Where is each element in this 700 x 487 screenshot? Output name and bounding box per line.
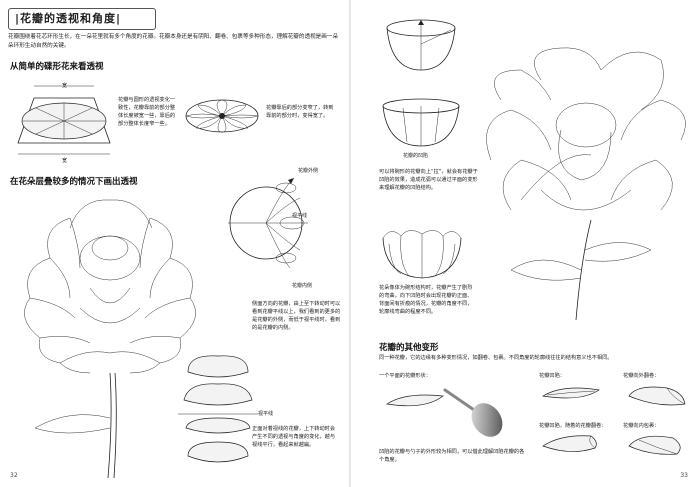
variants-intro: 同一种花瓣，它的边缘有多种变形情况，如翻卷、包裹。不同角度的轮廓线往往的结构意义… (379, 355, 613, 361)
bowl-top-diagram (386, 19, 456, 71)
stack-caption: 正面对着视线的花瓣，上下转动时会产生不同的透视与角度的变化，越与视线平行，看起来… (252, 426, 336, 448)
dish-caption: 花瓣与圆形的透视变化一致性，花瓣靠前的部分整体长度被宽一些，靠后的部分整体长度窄… (118, 97, 176, 127)
dent-petal-shape (541, 387, 600, 399)
roll-in-label: 花瓣向内包裹： (623, 423, 660, 429)
flat-petal-label: 一个平面的花瓣形状： (379, 373, 431, 379)
stacked-petals-diagram (178, 355, 258, 463)
bowl-structure-caption: 花朵像体为碗形结构时，花瓣产生了剧烈的弯曲，向下凹陷时会出现花瓣的正面、背面间有… (379, 285, 473, 315)
page-number-right: 33 (680, 472, 688, 479)
roll-out-petal-shape (628, 386, 686, 406)
section-heading-variants: 花瓣的其他变形 (379, 343, 439, 353)
dish-perspective-diagram (17, 85, 111, 155)
perspective-sphere-diagram (228, 177, 308, 269)
page-title: |花瓣的透视和角度| (8, 8, 156, 30)
perspective-caption: 侧面方向的花瓣，由上至下转动时可以看到花瓣平线以上，我们看到的更多的是花瓣的外侧… (252, 301, 341, 331)
petal-wheel-diagram (185, 99, 259, 133)
flat-petal-shape (386, 394, 444, 407)
spoon-caption: 凹陷的花瓣与勺子的外形较为相同，可以借此理解凹陷花瓣的各个角度。 (379, 449, 525, 463)
wheel-caption: 花瓣靠后的部分变窄了，转到靠前的部分时，变得宽了。 (266, 105, 334, 119)
bowl-middle-diagram (382, 98, 460, 147)
dish-width-bottom-label: 宽 (62, 158, 68, 164)
book-gutter (349, 0, 351, 487)
dent-petal-label: 花瓣凹陷： (539, 373, 565, 379)
page-number-left: 32 (10, 472, 18, 479)
roll-in-petal-shape (628, 435, 681, 455)
roll-out-label: 花瓣向外翻卷： (623, 373, 660, 379)
bowl-caption: 可以将碗形的花瓣向上“拉”，就会有花瓣于凹陷的效果，造成花弧可以通过平面的变形来… (379, 169, 478, 191)
label-petal-inner: 花瓣内侧 (292, 283, 313, 289)
dish-width-top-label: 宽 (62, 83, 68, 89)
section-heading-dish: 从简单的碟形花来看透视 (10, 62, 104, 72)
right-page: 花瓣的凹陷 可以将碗形的花瓣向上“拉”，就会有花瓣于凹陷的效果，造成花弧可以通过… (351, 0, 700, 487)
bowl-dent-label: 花瓣的凹陷 (403, 153, 429, 159)
label-horizon-2: 视平线 (258, 411, 274, 417)
zinnia-flower-sketch (24, 199, 196, 479)
label-horizon: 视平线 (292, 213, 308, 219)
label-petal-outer: 花瓣外侧 (298, 168, 319, 174)
intro-text: 花瓣围绕着花芯环形生长，在一朵花里就有多个角度的花瓣。花瓣本身还是有阴阳、翻卷、… (8, 34, 339, 49)
bowl-petals-diagram (382, 230, 462, 279)
peony-flower-sketch (486, 47, 686, 321)
dent-curl-label: 花瓣凹陷，随着的花瓣翻卷： (539, 423, 607, 429)
dent-curl-petal-shape (542, 435, 597, 452)
left-page: |花瓣的透视和角度| 花瓣围绕着花芯环形生长，在一朵花里就有多个角度的花瓣。花瓣… (0, 0, 349, 487)
spoon-image (443, 388, 503, 437)
section-heading-layered: 在花朵层叠较多的情况下画出透视 (10, 177, 138, 187)
